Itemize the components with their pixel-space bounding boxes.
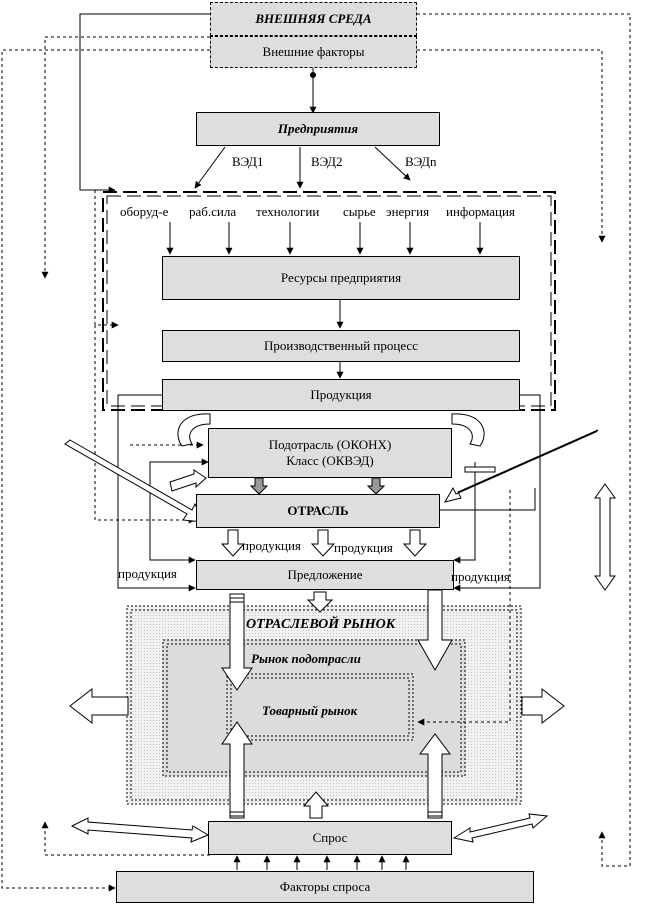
enterprise-frame	[102, 191, 556, 411]
demand-factors-box: Факторы спроса	[116, 871, 534, 903]
product-flow-label-left: продукция	[118, 566, 177, 581]
resources-label: Ресурсы предприятия	[280, 270, 402, 285]
resource-label-equipment: оборуд-е	[120, 204, 169, 219]
product-flow-label-right: продукция	[451, 569, 510, 584]
resource-label-information: информация	[446, 204, 515, 219]
external-factors-label: Внешние факторы	[262, 44, 365, 59]
ved-n-label: ВЭДn	[405, 154, 437, 169]
resource-label-labor: раб.сила	[189, 204, 237, 219]
goods-market-label: Товарный рынок	[262, 703, 358, 718]
demand-label: Спрос	[312, 830, 348, 845]
resources-box: Ресурсы предприятия	[162, 256, 520, 300]
industry-market-label: ОТРАСЛЕВОЙ РЫНОК	[246, 617, 396, 632]
external-environment-box: ВНЕШНЯЯ СРЕДА	[210, 2, 417, 36]
subindustry-market-label: Рынок подотрасли	[251, 651, 361, 666]
external-environment-title: ВНЕШНЯЯ СРЕДА	[255, 11, 372, 26]
industry-box: ОТРАСЛЬ	[196, 494, 440, 528]
ved-2-label: ВЭД2	[311, 154, 343, 169]
market-areas	[126, 605, 522, 805]
product-label: Продукция	[310, 387, 372, 402]
demand-box: Спрос	[208, 821, 452, 855]
resource-label-raw: сырье	[343, 204, 376, 219]
product-flow-label-center-right: продукция	[334, 540, 393, 555]
supply-label: Предложение	[287, 567, 363, 582]
subindustry-label-okved: Класс (ОКВЭД)	[286, 453, 374, 468]
subindustry-label-okonh: Подотрасль (ОКОНХ)	[268, 437, 392, 452]
enterprise-label: Предприятия	[277, 121, 359, 136]
industry-label: ОТРАСЛЬ	[287, 503, 349, 518]
subindustry-box: Подотрасль (ОКОНХ) Класс (ОКВЭД)	[208, 428, 452, 478]
flow-lines	[79, 13, 541, 870]
process-box: Производственный процесс	[162, 330, 520, 362]
resource-label-energy: энергия	[386, 204, 430, 219]
block-arrows	[64, 413, 616, 843]
demand-factors-label: Факторы спроса	[279, 879, 371, 894]
product-box: Продукция	[162, 379, 520, 411]
product-flow-label-center-left: продукция	[242, 538, 301, 553]
enterprise-box: Предприятия	[196, 112, 440, 146]
ved-1-label: ВЭД1	[232, 154, 264, 169]
resource-label-technology: технологии	[256, 204, 320, 219]
process-label: Производственный процесс	[264, 338, 418, 353]
external-factors-box: Внешние факторы	[210, 36, 417, 68]
supply-box: Предложение	[196, 560, 454, 590]
